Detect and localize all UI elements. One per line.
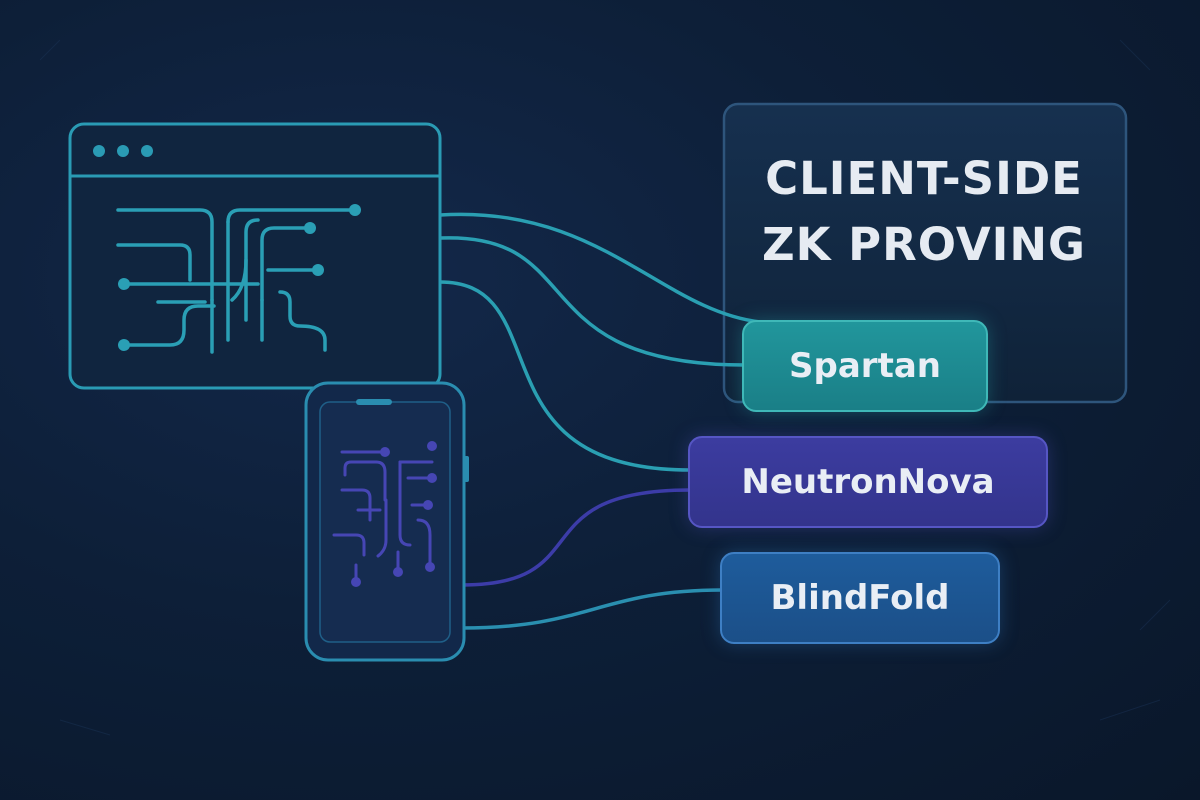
connector-phone-to-neutronnova (460, 488, 692, 587)
title-line-1: CLIENT-SIDE (765, 152, 1083, 205)
blindfold-label: BlindFold (720, 552, 1000, 644)
connector-lines (438, 212, 762, 630)
connector-browser-to-neutronnova (438, 280, 692, 472)
window-dot-icon (141, 145, 153, 157)
phone-speaker-icon (356, 399, 392, 405)
background-texture (39, 39, 1171, 736)
title-line-2: ZK PROVING (761, 218, 1086, 271)
circuit-trace-icon (116, 208, 357, 354)
connector-phone-to-blindfold (460, 588, 724, 630)
phone-circuit-trace-icon (332, 450, 434, 582)
connector-browser-to-spartan-lower (438, 236, 747, 367)
phone-circuit-node-icons (351, 441, 437, 587)
browser-window-icon (68, 122, 442, 390)
window-dot-icon (117, 145, 129, 157)
smartphone-icon (304, 381, 469, 662)
circuit-node-icons (118, 204, 361, 351)
neutronnova-label: NeutronNova (688, 436, 1048, 528)
window-dot-icon (93, 145, 105, 157)
spartan-label: Spartan (742, 320, 988, 412)
connector-browser-to-spartan-upper (438, 212, 762, 324)
phone-side-button-icon (464, 456, 469, 482)
